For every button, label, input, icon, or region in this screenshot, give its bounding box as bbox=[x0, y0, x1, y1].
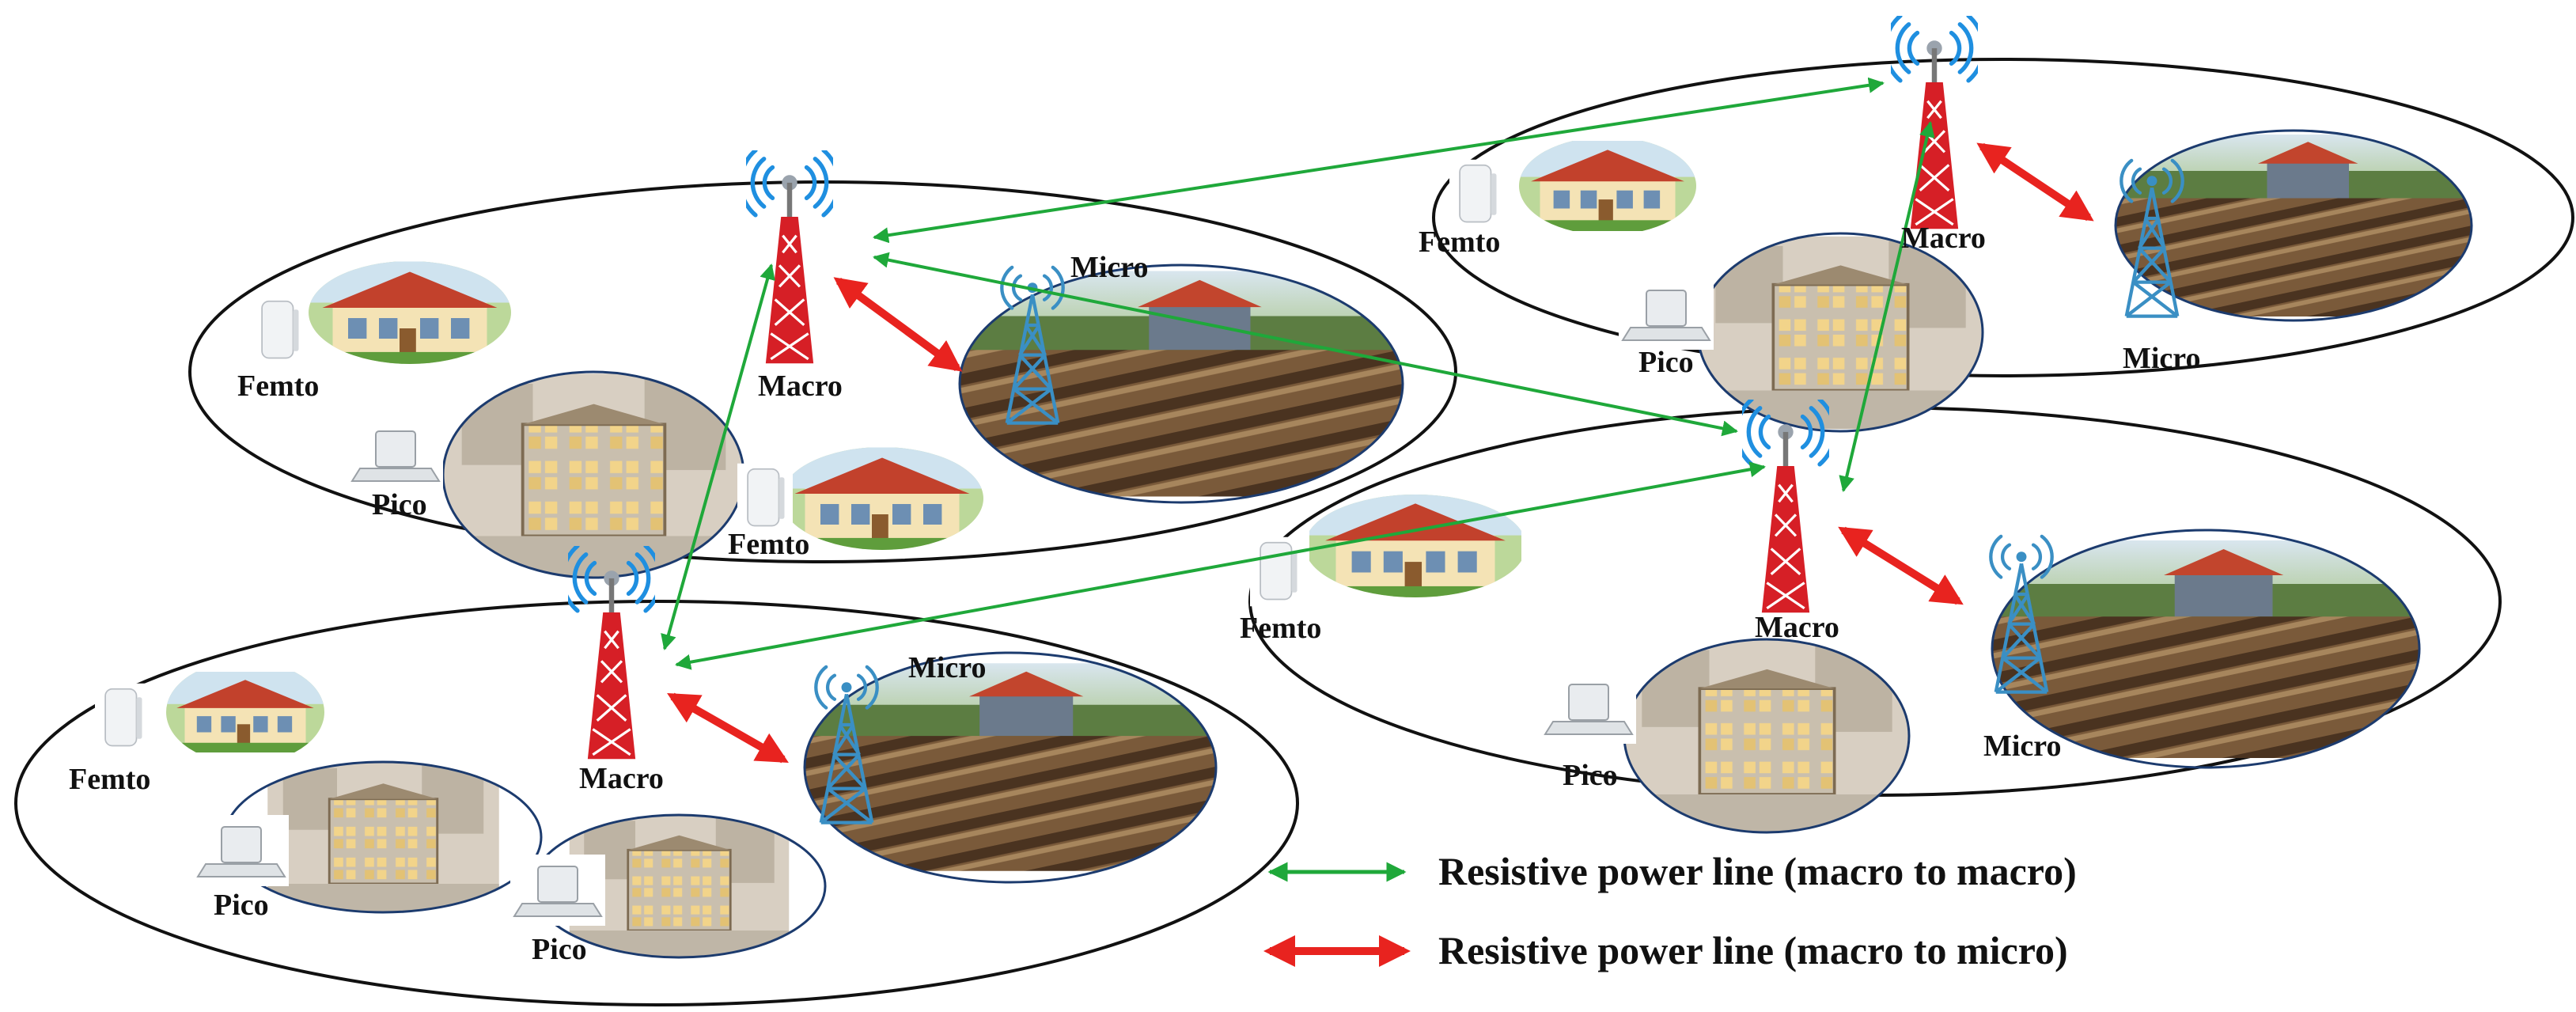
macro-to-macro-line bbox=[873, 77, 1885, 244]
field-scene bbox=[958, 263, 1404, 504]
field-scene bbox=[1991, 529, 2421, 769]
macro-tower-icon bbox=[1737, 400, 1835, 612]
femto-label: Femto bbox=[1419, 226, 1500, 259]
macro-label: Macro bbox=[579, 762, 664, 795]
macro-to-macro-line bbox=[1839, 121, 1935, 492]
house-scene bbox=[166, 672, 324, 752]
femto-device-icon bbox=[95, 682, 150, 754]
pico-label: Pico bbox=[1563, 759, 1618, 792]
pico-label: Pico bbox=[372, 488, 427, 521]
pico-device-icon bbox=[348, 419, 443, 491]
micro-label: Micro bbox=[1983, 730, 2061, 763]
macro-to-micro-line bbox=[667, 692, 789, 764]
pico-device-icon bbox=[1541, 673, 1636, 744]
pico-label: Pico bbox=[214, 889, 269, 922]
femto-device-icon bbox=[1449, 158, 1505, 230]
femto-label: Femto bbox=[237, 370, 319, 403]
house-scene bbox=[781, 447, 983, 550]
legend-green-label: Resistive power line (macro to macro) bbox=[1438, 849, 2077, 893]
femto-device-icon bbox=[1250, 536, 1305, 608]
city-scene bbox=[1623, 638, 1911, 834]
femto-label: Femto bbox=[1240, 612, 1321, 645]
pico-device-icon bbox=[194, 815, 289, 886]
macro-to-micro-line bbox=[833, 277, 963, 372]
macro-to-micro-line bbox=[1838, 526, 1964, 605]
femto-device-icon bbox=[737, 462, 793, 534]
legend-red-label: Resistive power line (macro to micro) bbox=[1438, 928, 2068, 972]
city-scene bbox=[441, 370, 745, 579]
pico-label: Pico bbox=[532, 933, 587, 966]
house-scene bbox=[1309, 495, 1521, 597]
field-scene bbox=[2114, 129, 2473, 322]
micro-label: Micro bbox=[908, 651, 986, 684]
macro-label: Macro bbox=[1755, 611, 1839, 644]
macro-tower-icon bbox=[1885, 16, 1983, 229]
femto-label: Femto bbox=[728, 528, 809, 561]
pico-device-icon bbox=[510, 855, 605, 926]
city-scene bbox=[1696, 232, 1984, 433]
femto-device-icon bbox=[252, 294, 307, 366]
house-scene bbox=[309, 261, 511, 364]
micro-label: Micro bbox=[1070, 251, 1148, 284]
pico-label: Pico bbox=[1638, 346, 1694, 379]
legend: Resistive power line (macro to macro) Re… bbox=[1263, 849, 2077, 972]
pico-device-icon bbox=[1619, 279, 1714, 350]
macro-to-micro-line bbox=[1976, 142, 2094, 222]
micro-label: Micro bbox=[2123, 342, 2200, 375]
house-scene bbox=[1519, 141, 1696, 231]
femto-label: Femto bbox=[69, 763, 150, 796]
macro-to-macro-line bbox=[675, 461, 1766, 670]
macro-label: Macro bbox=[758, 370, 843, 403]
macro-to-macro-line bbox=[873, 252, 1738, 437]
macro-label: Macro bbox=[1901, 222, 1986, 255]
cell-boundary-bottom-left bbox=[14, 600, 1299, 1006]
